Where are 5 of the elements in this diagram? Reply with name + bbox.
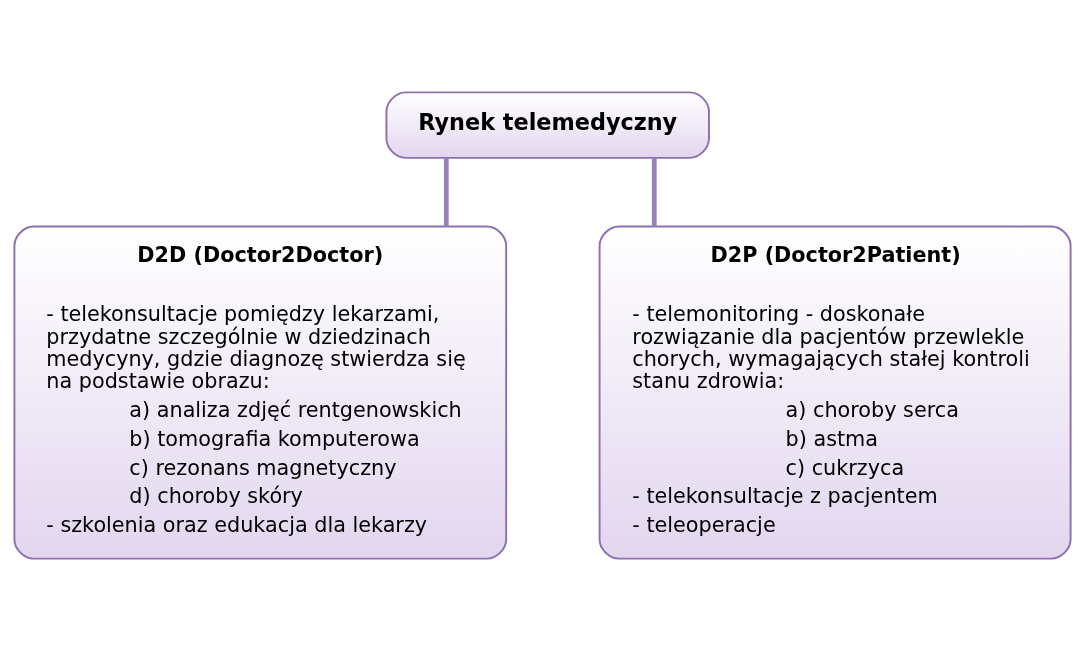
connector <box>651 157 657 227</box>
node-box: D2D (Doctor2Doctor) - telekonsultacje pomiędzy lekarzami, przydatne szczególnie w dziedzinach medycyny, gdzie diagnozę stwierdza się na podstawie obrazu: a) analiza zdjęć rentgenowskich b) tomografia komputerowa c) rezonans magnetyczny d) choroby skóry - szkolenia oraz edukacja dla lekarzy <box>13 225 508 560</box>
node-box: D2P (Doctor2Patient) - telemonitoring - doskonałe rozwiązanie dla pacjentów przewlekle chorych, wymagających stałej kontroli stanu zdrowia: a) choroby serca b) astma c) cukrzyca - telekonsultacje z pacjentem - teleoperacje <box>598 225 1072 560</box>
connector <box>443 157 449 227</box>
node-box: Rynek telemedyczny <box>385 91 710 159</box>
